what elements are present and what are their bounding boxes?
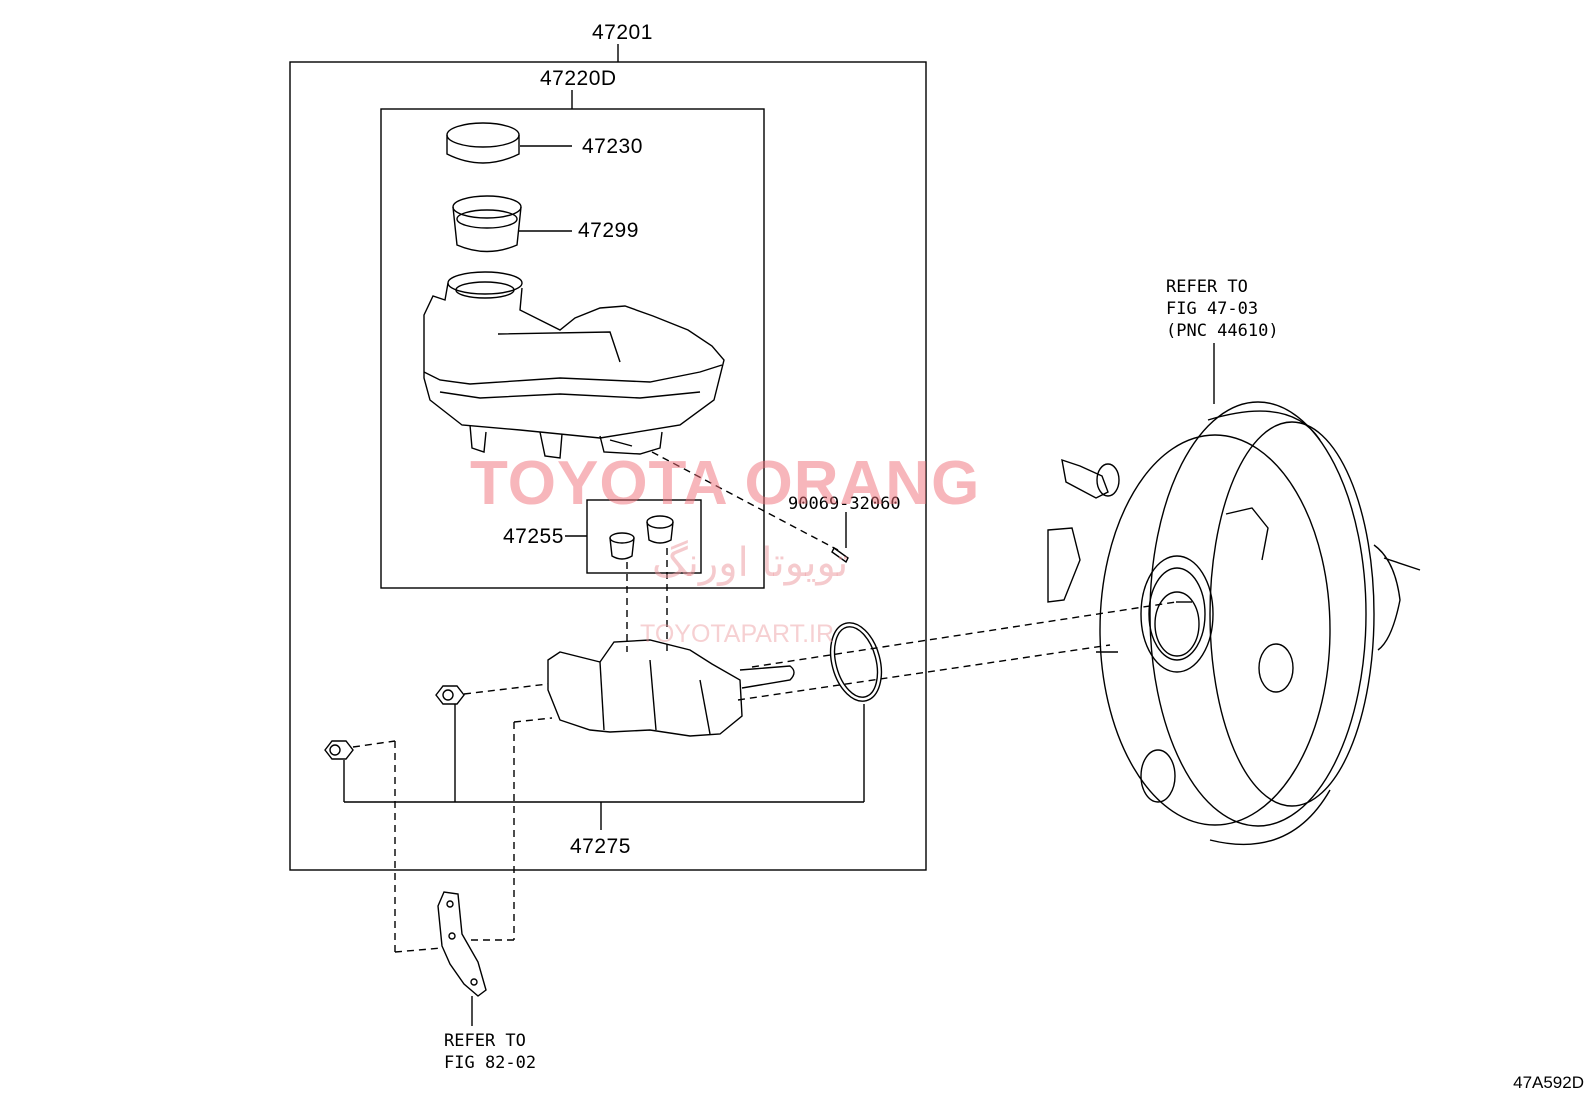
diagram-code: 47A592D [1513, 1073, 1584, 1092]
o-ring-part [829, 622, 883, 702]
label-47275: 47275 [570, 835, 631, 858]
strainer-part [452, 195, 572, 253]
label-47299: 47299 [578, 219, 639, 242]
refer-booster-note: REFER TO FIG 47-03 (PNC 44610) [1166, 277, 1279, 341]
bracket-part [437, 891, 487, 997]
label-47230: 47230 [582, 135, 643, 158]
master-cylinder-part [547, 639, 795, 737]
pin-part [831, 546, 849, 564]
grommet-box-47255 [586, 499, 702, 574]
label-47255: 47255 [503, 525, 564, 548]
label-90069-32060: 90069-32060 [788, 494, 901, 514]
refer-bracket-note: REFER TO FIG 82-02 [444, 1031, 537, 1073]
brake-booster-part [1047, 343, 1421, 846]
reservoir-cap-part [446, 122, 572, 164]
reservoir-box-47220d [380, 108, 765, 589]
reservoir-tank-part [423, 271, 725, 459]
grommet-part [609, 515, 674, 560]
assembly-box-47201 [289, 61, 927, 871]
nut-part [324, 685, 465, 760]
label-47201: 47201 [592, 21, 653, 44]
label-47220d: 47220D [540, 67, 617, 90]
